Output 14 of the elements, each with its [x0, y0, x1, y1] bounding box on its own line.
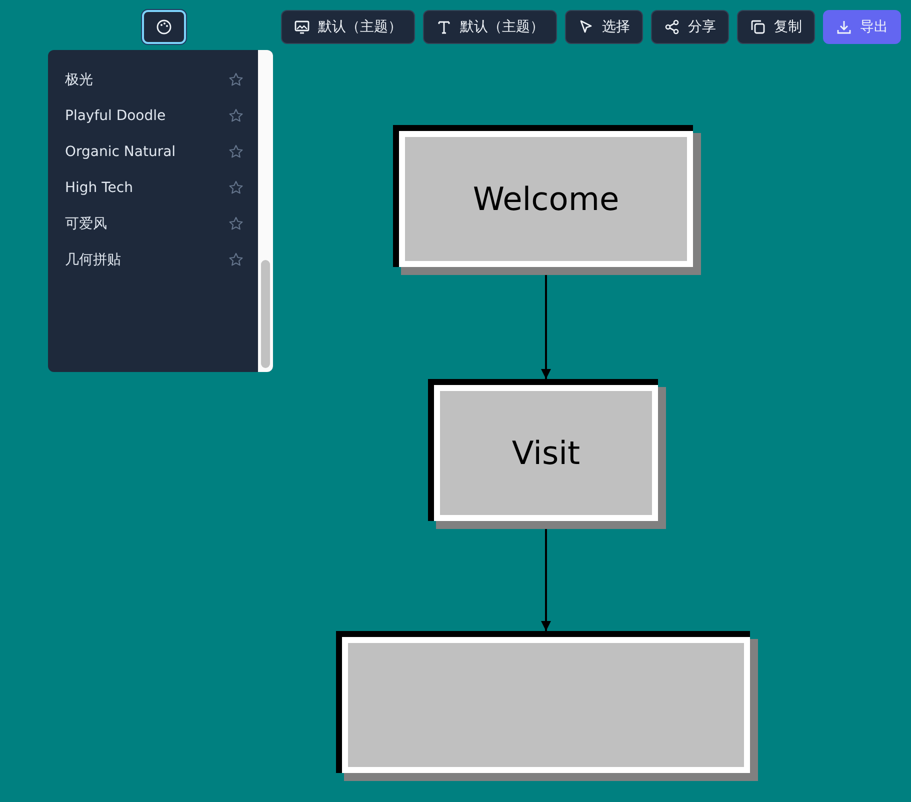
node-label: Visit: [512, 434, 580, 472]
menu-item: Playful Doodle: [48, 98, 258, 134]
font-button: 默认（主题）: [423, 10, 557, 44]
menu-item: Organic Natural: [48, 134, 258, 170]
menu-item: 几何拼贴: [48, 242, 258, 278]
export-button: 导出: [823, 10, 901, 44]
copy-button: 复制: [737, 10, 815, 44]
background-button: 默认（主题）: [281, 10, 415, 44]
share-button: 分享: [651, 10, 729, 44]
menu-item: 可爱风: [48, 206, 258, 242]
node-label: Welcome: [472, 180, 620, 218]
menu-item: High Tech: [48, 170, 258, 206]
menu-item: 极光: [48, 62, 258, 98]
select-button: 选择: [565, 10, 643, 44]
